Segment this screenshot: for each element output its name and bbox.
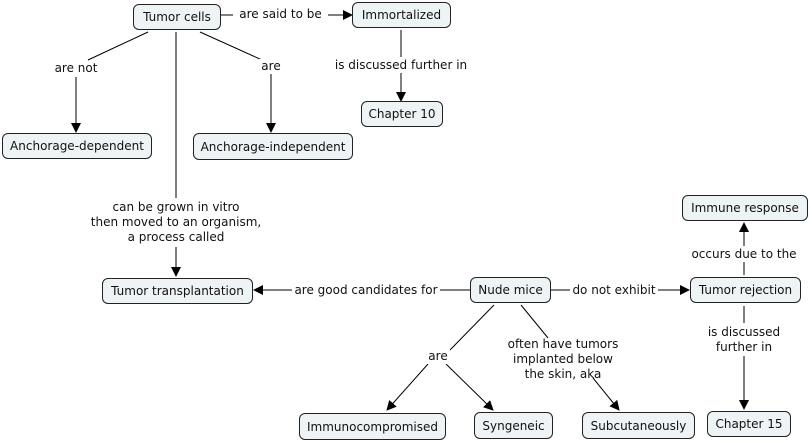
node-immune-response[interactable]: Immune response [682,195,808,221]
edge-nude-mice-are [449,304,495,351]
node-syngeneic[interactable]: Syngeneic [474,412,553,439]
link-occurs-due-to-the: occurs due to the [690,247,798,262]
node-anchorage-dependent[interactable]: Anchorage-dependent [2,133,152,159]
node-immortalized[interactable]: Immortalized [352,2,451,28]
node-tumor-cells[interactable]: Tumor cells [133,4,221,30]
link-are-good-candidates-for: are good candidates for [293,283,439,298]
edge-nude-mice-often-have [520,304,549,339]
link-are: are [259,59,283,74]
edge-tumor-cells-are [199,31,263,61]
edge-often-have-subcutaneously [592,377,620,411]
node-tumor-transplantation[interactable]: Tumor transplantation [102,278,253,304]
node-subcutaneously[interactable]: Subcutaneously [582,412,695,439]
link-is-discussed-further-in-2: is discussed further in [707,325,781,354]
node-anchorage-independent[interactable]: Anchorage-independent [193,133,353,160]
node-nude-mice[interactable]: Nude mice [470,277,551,303]
edge-tumor-cells-are-not [87,31,149,61]
node-chapter-10[interactable]: Chapter 10 [361,101,443,127]
edge-are-immunocompromised [386,363,429,411]
node-chapter-15[interactable]: Chapter 15 [707,411,791,437]
link-often-have-tumors: often have tumors implanted below the sk… [507,337,619,381]
link-are-2: are [426,349,450,364]
edge-are-syngeneic [445,363,494,411]
node-tumor-rejection[interactable]: Tumor rejection [690,277,801,303]
link-do-not-exhibit: do not exhibit [570,283,658,298]
link-is-discussed-further-in: is discussed further in [333,58,469,73]
node-immunocompromised[interactable]: Immunocompromised [299,413,446,440]
link-are-said-to-be: are said to be [236,7,325,22]
link-can-be-grown: can be grown in vitro then moved to an o… [90,200,262,244]
link-are-not: are not [52,61,100,76]
